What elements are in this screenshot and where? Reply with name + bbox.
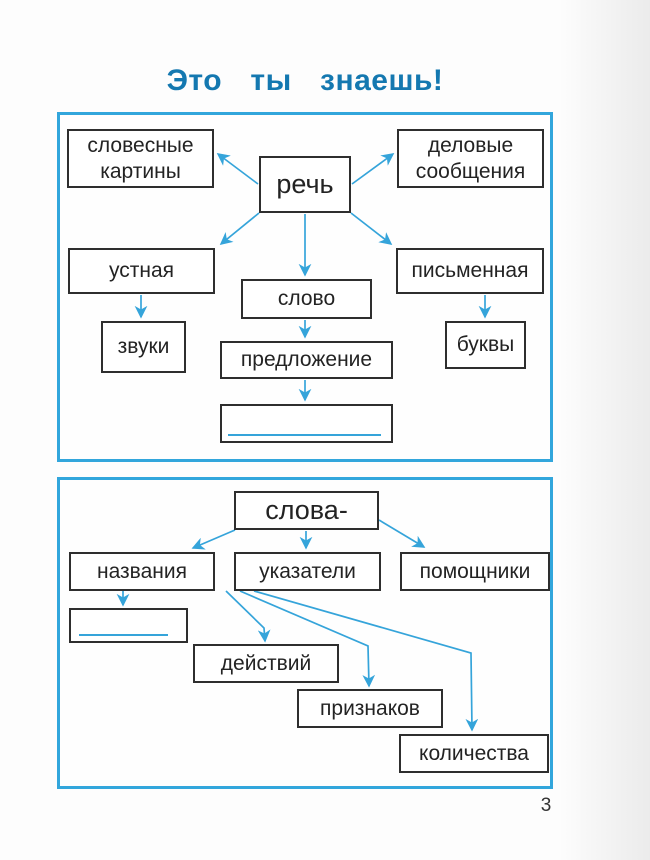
arrow-rech-to-ustnaya	[219, 212, 260, 246]
arrow-rech-to-pismennaya	[350, 212, 393, 245]
speech-diagram-arrows	[134, 153, 492, 402]
arrow-slova-to-nazvaniya	[191, 529, 236, 550]
arrow-rech-to-slovesnye	[216, 153, 259, 185]
node-slovesnye-kartiny: словесные картины	[67, 129, 214, 188]
node-deystviy: действий	[193, 644, 339, 683]
node-pomoshchniki: помощники	[400, 552, 550, 591]
node-pismennaya: письменная	[396, 248, 544, 294]
answer-blank-box	[220, 404, 393, 443]
node-kolichestva: количества	[399, 734, 549, 773]
speech-diagram-panel: словесные картины речь деловые сообщения…	[57, 112, 553, 462]
node-rech: речь	[259, 156, 351, 213]
node-bukvy: буквы	[445, 321, 526, 369]
answer-blank-box-2	[69, 608, 188, 643]
arrow-rech-to-delovye	[351, 153, 395, 185]
answer-blank-line-2	[79, 634, 168, 636]
words-diagram-arrows	[116, 519, 479, 732]
arrow-nazvaniya-to-kolichestva	[253, 590, 479, 732]
node-delovye-soobshcheniya: деловые сообщения	[397, 129, 544, 188]
answer-blank-line	[228, 434, 381, 436]
node-predlozhenie: предложение	[220, 341, 393, 379]
node-nazvaniya: названия	[69, 552, 215, 591]
page-edge-shading	[558, 0, 650, 860]
node-priznakov: признаков	[297, 689, 443, 728]
node-ukazateli: указатели	[234, 552, 381, 591]
arrow-nazvaniya-to-priznakov	[239, 590, 376, 688]
node-slovo: слово	[241, 279, 372, 319]
words-diagram-panel: слова- названия указатели помощники дейс…	[57, 477, 553, 789]
page-title: Это ты знаешь!	[166, 64, 444, 97]
node-slova: слова-	[234, 491, 379, 530]
arrow-nazvaniya-to-deystviy	[225, 590, 271, 643]
arrow-slova-to-pomoshchniki	[378, 519, 426, 548]
node-zvuki: звуки	[101, 321, 186, 373]
page-number: 3	[540, 795, 552, 816]
node-ustnaya: устная	[68, 248, 215, 294]
